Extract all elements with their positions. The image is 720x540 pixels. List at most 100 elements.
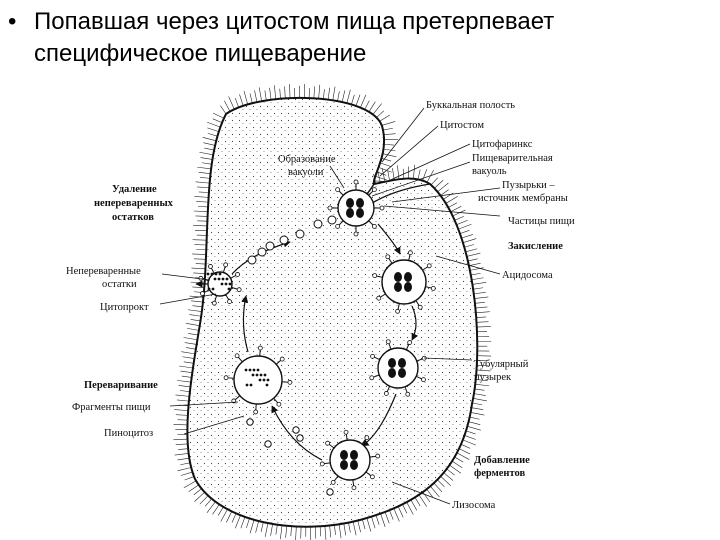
cilium	[383, 143, 394, 146]
label-residue-removal: Удаление	[112, 184, 157, 195]
cilium	[377, 170, 381, 183]
cilium	[212, 112, 225, 119]
cilium	[473, 398, 487, 402]
cilium	[284, 86, 286, 99]
cilium	[189, 314, 202, 317]
cilium	[343, 523, 347, 536]
cilium	[452, 209, 466, 217]
cilium	[469, 416, 480, 420]
label-food-particles: Частицы пищи	[508, 216, 575, 227]
cilium	[324, 525, 327, 540]
cilium	[269, 87, 272, 100]
cilium	[249, 93, 253, 104]
cilium	[255, 520, 259, 533]
label-residue-removal: непереваренных	[94, 198, 174, 209]
cilium	[355, 94, 361, 107]
cilium	[465, 430, 476, 435]
membrane-vesicle	[327, 215, 337, 225]
cilium	[475, 379, 488, 381]
cilium	[381, 158, 392, 162]
cilium	[380, 513, 386, 527]
pinocytic-vesicle	[296, 434, 304, 442]
cilium	[179, 365, 194, 369]
cilium	[337, 91, 340, 102]
cilium	[193, 272, 206, 274]
cilium	[327, 87, 330, 100]
membrane-vesicle	[265, 241, 275, 251]
cilium	[474, 388, 485, 391]
cilium	[180, 370, 193, 374]
cilium	[465, 248, 478, 253]
cilium	[422, 491, 431, 503]
cilium	[185, 323, 200, 326]
cilium	[193, 488, 202, 496]
cilium	[458, 448, 470, 455]
cilium	[234, 97, 239, 108]
cilium	[476, 321, 489, 323]
cilium	[175, 394, 190, 397]
pinocytic-vesicle	[326, 488, 334, 496]
slide-bullet: • Попавшая через цитостом пища претерпев…	[8, 6, 708, 70]
cycle-arrow	[361, 393, 397, 447]
acidifying-vacuole	[372, 250, 436, 314]
cilium	[285, 525, 288, 538]
membrane-vesicle	[295, 229, 305, 239]
cilium	[450, 206, 462, 213]
cilium	[462, 439, 476, 446]
cilium	[207, 121, 221, 128]
cilium	[192, 305, 203, 308]
cilium	[378, 167, 392, 173]
cilium	[290, 526, 292, 537]
cilium	[280, 525, 283, 540]
cilium	[352, 521, 357, 536]
cilium	[402, 504, 408, 514]
cilium	[194, 196, 209, 198]
label-food-vacuole: Пищеварительная	[472, 153, 553, 164]
cilium	[346, 89, 351, 104]
cilium	[191, 300, 204, 303]
cilium	[412, 164, 416, 179]
cilium	[371, 516, 376, 529]
cilium	[332, 86, 336, 101]
paramecium-digestion-diagram: Буккальная полость Цитостом Цитофаринкс …	[66, 84, 575, 540]
residual-vacuole	[198, 262, 242, 306]
cilium	[192, 286, 205, 289]
cilium	[362, 519, 366, 530]
cilium	[437, 479, 445, 488]
cilium	[454, 456, 464, 463]
label-cytopharynx: Цитофаринкс	[472, 139, 533, 150]
cilium	[200, 177, 211, 179]
label-food-vacuole: вакуоль	[472, 166, 507, 177]
cilium	[348, 522, 351, 533]
cilium	[414, 497, 421, 507]
cilium	[440, 189, 449, 196]
cilium	[185, 347, 196, 350]
cilium	[193, 225, 208, 227]
cilia	[173, 84, 492, 540]
cilium	[464, 435, 476, 440]
cilium	[202, 136, 217, 142]
label-buccal-cavity: Буккальная полость	[426, 100, 515, 111]
pinocytic-vesicle	[264, 440, 272, 448]
cilium	[187, 328, 199, 331]
cycle-arrow	[241, 295, 249, 353]
cilium	[381, 167, 386, 182]
cilium	[422, 169, 428, 181]
cilium	[249, 519, 255, 534]
cilium	[201, 162, 212, 165]
cilium	[445, 195, 459, 204]
cilium	[178, 385, 191, 388]
cilium	[366, 517, 372, 532]
cilium	[191, 267, 206, 270]
cilium	[192, 253, 207, 255]
cilium	[389, 510, 394, 520]
cilium	[177, 467, 192, 472]
cilium	[197, 206, 208, 208]
cilium	[475, 311, 490, 314]
cilium	[228, 96, 235, 110]
cilium	[190, 319, 201, 322]
digesting-vacuole	[223, 345, 293, 415]
cilium	[183, 337, 198, 341]
cilium	[473, 292, 486, 295]
cilium	[372, 103, 382, 115]
